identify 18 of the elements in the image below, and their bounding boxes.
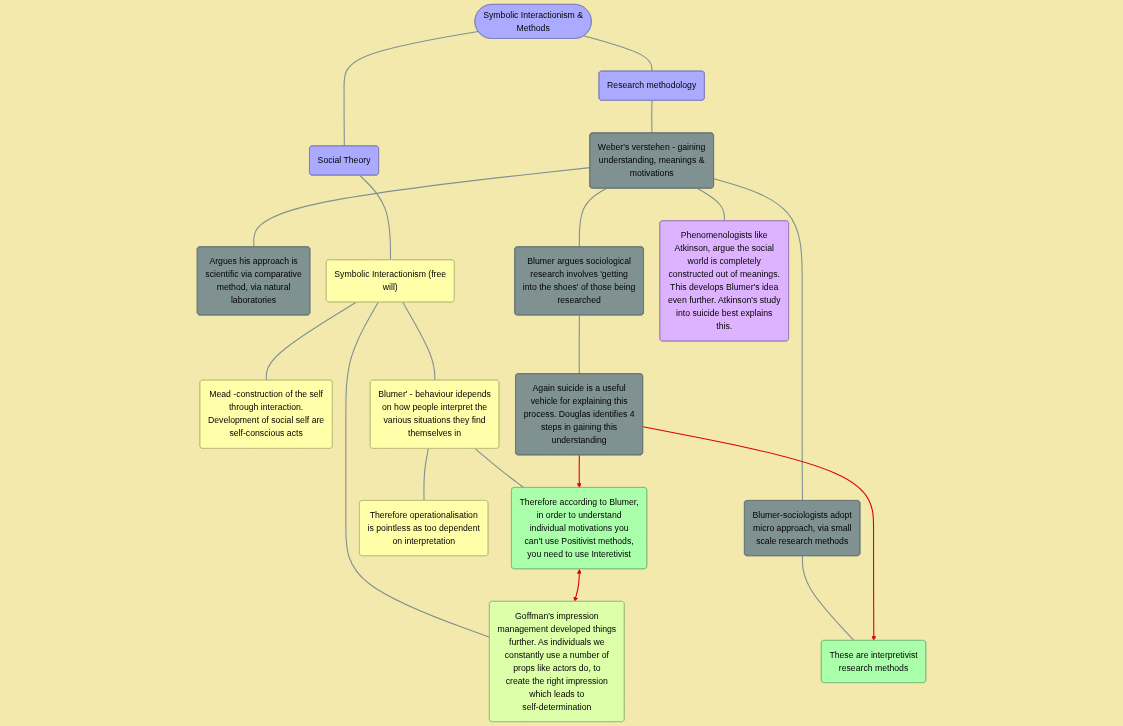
arrow xyxy=(573,569,582,602)
connector xyxy=(801,555,855,642)
connector xyxy=(713,178,803,502)
connector xyxy=(343,30,479,147)
connector xyxy=(651,100,653,134)
connector xyxy=(474,448,525,489)
connector xyxy=(253,167,591,248)
connector xyxy=(359,174,392,261)
connector xyxy=(578,314,580,375)
arrow xyxy=(576,454,582,488)
connector xyxy=(578,187,607,248)
connector xyxy=(423,448,429,502)
connector xyxy=(697,187,725,222)
connector xyxy=(583,35,653,72)
connector xyxy=(345,301,491,638)
connector xyxy=(265,301,357,381)
arrow xyxy=(642,426,877,641)
connector xyxy=(402,301,436,381)
